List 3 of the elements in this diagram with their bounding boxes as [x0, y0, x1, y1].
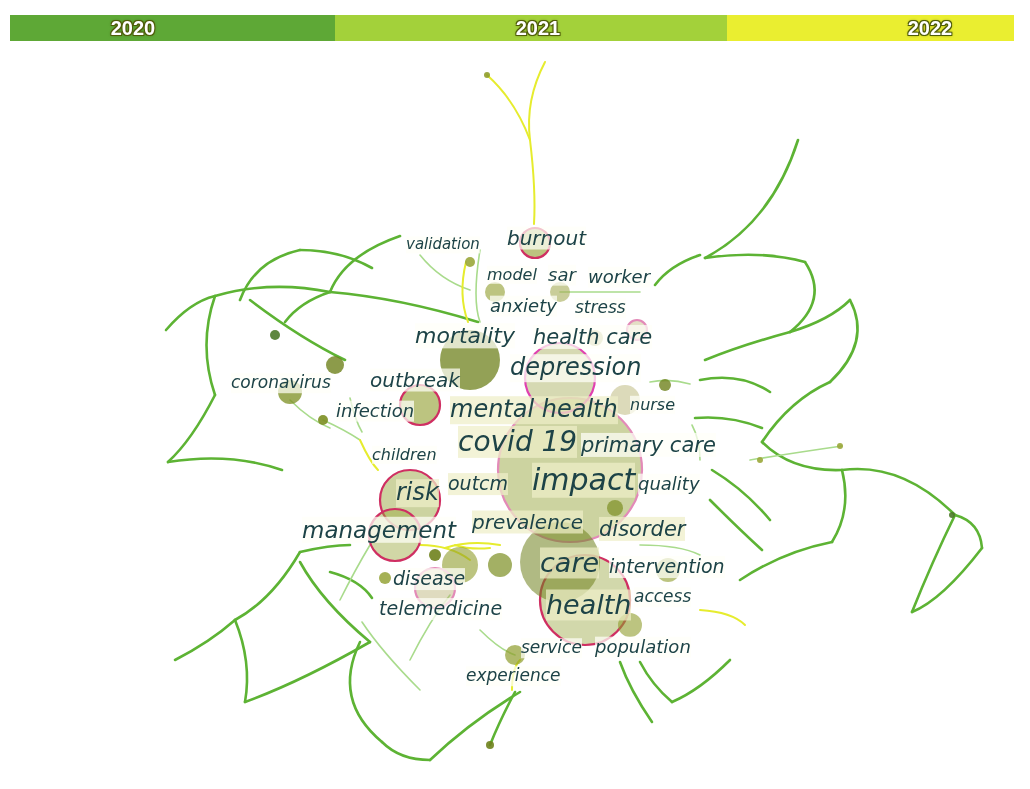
legend-year: 2021: [515, 18, 561, 38]
legend-year: 2022: [907, 18, 953, 38]
legend-year: 2020: [110, 18, 156, 38]
